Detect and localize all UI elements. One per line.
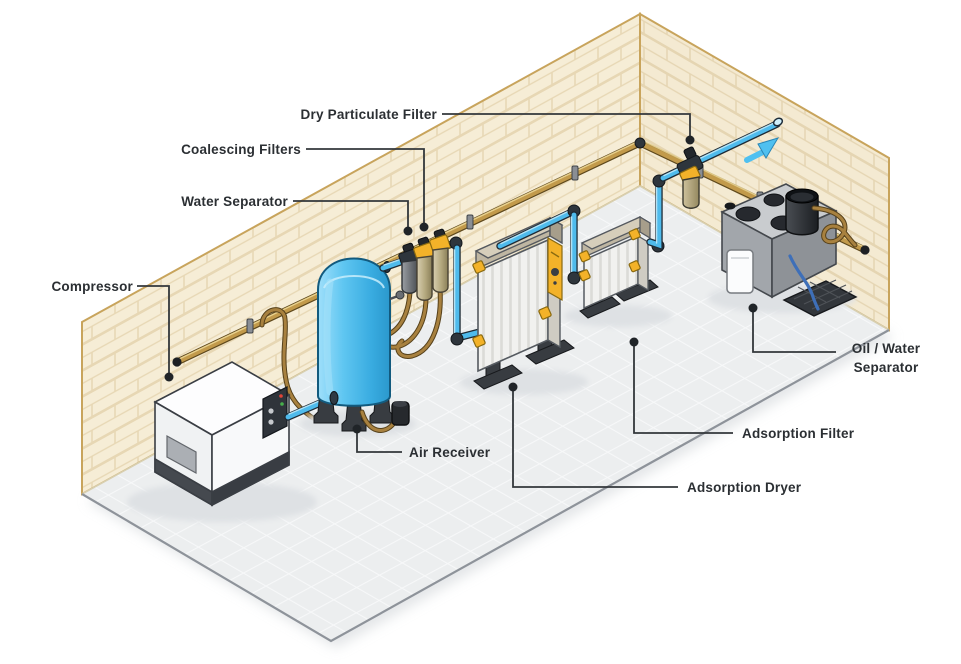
- coalescing-filter-2: [429, 228, 451, 293]
- pipe-down-to-dryer: [449, 236, 484, 346]
- air-receiver: [313, 257, 410, 433]
- compressor: [153, 361, 291, 507]
- compressor-shadow: [127, 482, 317, 522]
- filter-top-bar-end: [639, 215, 651, 240]
- leader-lines: [137, 113, 836, 488]
- coalescing-filter-1: [413, 236, 435, 301]
- ows-port-2: [763, 193, 785, 207]
- oil-water-separator: [720, 183, 858, 311]
- label-compressor: Compressor: [51, 279, 133, 294]
- compressor-control-panel: [262, 386, 288, 439]
- compressor-base-right: [211, 450, 290, 507]
- auto-drain-valve: [391, 401, 410, 426]
- label-oil-water-separator-line1: Oil / Water: [852, 341, 921, 356]
- tank-sheen: [323, 278, 334, 396]
- leader-oil-water-separator: [752, 312, 836, 353]
- compressor-feed-hose: [260, 308, 318, 422]
- ows-coiled-hose: [812, 206, 857, 247]
- filter-side-face: [637, 234, 649, 292]
- ows-drain-hose: [788, 254, 820, 311]
- leader-water-separator: [293, 200, 409, 227]
- status-led-green: [280, 402, 284, 406]
- leader-coalescing-filters: [306, 148, 425, 223]
- floor-drain-grate: [782, 279, 858, 317]
- ows-port-small: [724, 202, 736, 210]
- pipe-open-end: [772, 117, 784, 127]
- pipe-dryer-to-filter: [496, 204, 590, 285]
- water-separator-bowl: [401, 259, 418, 294]
- label-dry-particulate-filter: Dry Particulate Filter: [301, 107, 438, 122]
- status-led-red: [279, 394, 283, 398]
- label-adsorption-filter: Adsorption Filter: [742, 426, 855, 441]
- compressor-vent-panel: [166, 434, 197, 475]
- labels: Compressor Water Separator Coalescing Fi…: [51, 107, 920, 495]
- adsorption-filter-shadow: [564, 305, 672, 327]
- pipe-end-cap-left: [172, 357, 182, 367]
- dry-particulate-filter: [676, 146, 704, 209]
- floor: [82, 186, 889, 641]
- leader-air-receiver: [356, 433, 402, 453]
- leader-compressor: [137, 285, 170, 373]
- tank-inlet-flange: [329, 391, 339, 405]
- ows-tower: [785, 188, 819, 236]
- leader-adsorption-dryer: [512, 391, 678, 488]
- tank-drain-hose: [360, 410, 396, 432]
- flow-arrow-icon: [744, 137, 780, 163]
- label-water-separator: Water Separator: [181, 194, 288, 209]
- adsorption-filter: [578, 215, 659, 319]
- label-oil-water-separator-line2: Separator: [854, 360, 919, 375]
- leader-adsorption-filter: [633, 346, 733, 434]
- dryer-control-panel: [547, 236, 563, 302]
- leader-dry-particulate-filter: [442, 113, 691, 136]
- ows-collection-bottle: [726, 249, 754, 294]
- label-air-receiver: Air Receiver: [409, 445, 491, 460]
- pipe-end-cap-right: [860, 245, 870, 255]
- ows-port-1: [735, 206, 761, 222]
- label-coalescing-filters: Coalescing Filters: [181, 142, 301, 157]
- pressure-gauge-icon: [395, 290, 405, 300]
- label-adsorption-dryer: Adsorption Dryer: [687, 480, 802, 495]
- dpf-bowl: [682, 176, 700, 209]
- water-separator-unit: [398, 242, 420, 294]
